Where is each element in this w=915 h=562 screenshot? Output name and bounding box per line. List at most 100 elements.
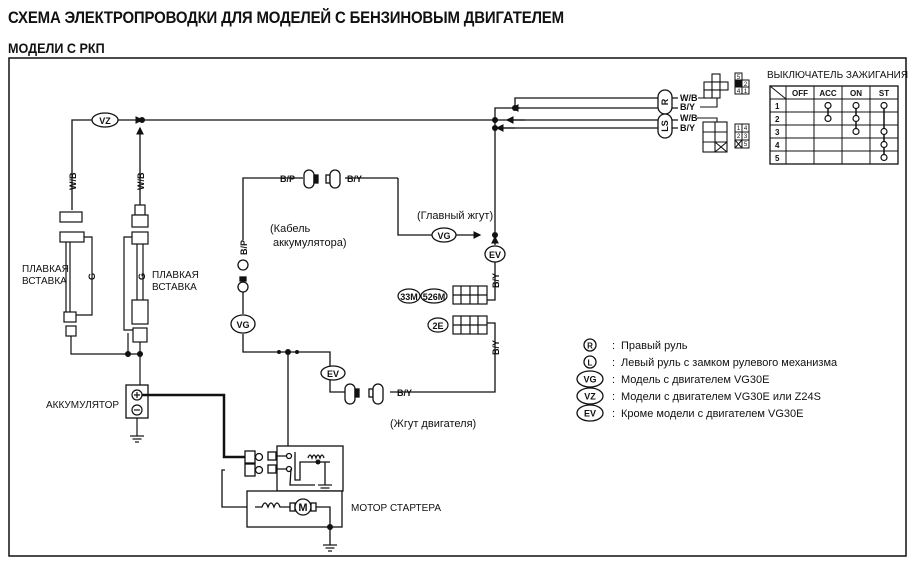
svg-text:VZ: VZ bbox=[584, 392, 596, 402]
ignition-contact bbox=[824, 114, 832, 123]
battery bbox=[125, 384, 149, 443]
starter-solenoid bbox=[244, 445, 344, 492]
marker-vg-left: VG bbox=[236, 320, 249, 330]
connector-block-upper bbox=[452, 285, 488, 305]
ignition-row-3: 3 bbox=[775, 128, 780, 137]
diagram-title: СХЕМА ЭЛЕКТРОПРОВОДКИ ДЛЯ МОДЕЛЕЙ С БЕНЗ… bbox=[8, 8, 564, 27]
wire-label-wb-r: W/B bbox=[680, 93, 698, 103]
wire-label-g-2: G bbox=[137, 273, 147, 280]
pin-lower-5: 5 bbox=[744, 142, 748, 148]
legend-symbol-ev: EV bbox=[576, 404, 604, 422]
ignition-row-2: 2 bbox=[775, 115, 780, 124]
legend-separator: : bbox=[612, 374, 615, 386]
fusible-link-label-2b: ВСТАВКА bbox=[152, 282, 197, 293]
battery-label: АККУМУЛЯТОР bbox=[46, 400, 119, 411]
motor-symbol: M bbox=[298, 502, 307, 514]
legend-symbol-vg: VG bbox=[576, 370, 604, 388]
connector-bp-vertical bbox=[237, 259, 249, 293]
marker-ev-main: EV bbox=[489, 250, 501, 260]
pin-lower-2: 4 bbox=[744, 126, 748, 132]
marker-ev-engine: EV bbox=[327, 369, 339, 379]
wire-label-wb-ls: W/B bbox=[680, 113, 698, 123]
battery-cable-label-b: аккумулятора) bbox=[273, 237, 347, 249]
wire-label-by-engine: B/Y bbox=[397, 388, 412, 398]
wire-label-by-1: B/Y bbox=[491, 273, 501, 288]
ignition-contact bbox=[852, 101, 860, 110]
main-harness-label: (Главный жгут) bbox=[417, 210, 493, 222]
pin-upper-5: 1 bbox=[744, 89, 748, 95]
ignition-contact bbox=[880, 140, 888, 149]
ignition-col-st: ST bbox=[879, 89, 889, 98]
battery-cable bbox=[142, 393, 245, 459]
legend-separator: : bbox=[612, 357, 615, 369]
ignition-row-1: 1 bbox=[775, 102, 780, 111]
ignition-connector-ls bbox=[697, 117, 728, 153]
legend-separator: : bbox=[612, 340, 615, 352]
starter-motor bbox=[246, 490, 343, 545]
battery-cable-label-a: (Кабель bbox=[270, 223, 311, 235]
ignition-contact bbox=[824, 101, 832, 110]
wire-label-by-r: B/Y bbox=[680, 102, 695, 112]
pin-upper-4: 4 bbox=[737, 89, 741, 95]
diagram-subtitle: МОДЕЛИ С РКП bbox=[8, 40, 105, 56]
ignition-contact bbox=[880, 153, 888, 162]
legend-text-l: Левый руль с замком рулевого механизма bbox=[621, 357, 838, 369]
marker-2e: 2E bbox=[432, 321, 443, 331]
marker-ls: LS bbox=[660, 120, 670, 132]
engine-harness-label: (Жгут двигателя) bbox=[390, 418, 476, 430]
ignition-connector-r bbox=[698, 73, 729, 108]
fusible-link-label-1a: ПЛАВКАЯ bbox=[22, 264, 69, 275]
svg-text:VG: VG bbox=[583, 375, 596, 385]
ignition-row-5: 5 bbox=[775, 154, 780, 163]
wire-label-g-1: G bbox=[87, 273, 97, 280]
fusible-link-left bbox=[59, 211, 140, 355]
svg-text:R: R bbox=[587, 342, 593, 351]
legend-text-r: Правый руль bbox=[621, 340, 688, 352]
wire-label-bp-top: B/P bbox=[280, 174, 295, 184]
marker-vz: VZ bbox=[99, 116, 111, 126]
fusible-link-label-2a: ПЛАВКАЯ bbox=[152, 270, 199, 281]
ignition-col-on: ON bbox=[850, 89, 862, 98]
wire-label-wb-1: W/B bbox=[68, 172, 78, 190]
ignition-row-4: 4 bbox=[775, 141, 780, 150]
marker-r: R bbox=[660, 98, 670, 105]
wire-label-by-2: B/Y bbox=[491, 340, 501, 355]
diagram-frame bbox=[8, 57, 907, 557]
legend-text-vz: Модели с двигателем VG30E или Z24S bbox=[621, 391, 821, 403]
connector-battery-cable bbox=[303, 169, 341, 189]
wire-wb-left bbox=[71, 119, 92, 210]
ignition-col-acc: ACC bbox=[819, 89, 837, 98]
legend-separator: : bbox=[612, 408, 615, 420]
ignition-contact bbox=[852, 114, 860, 123]
pin-upper-1: 5 bbox=[737, 75, 741, 81]
wire-label-bp-left: B/P bbox=[239, 240, 249, 255]
pin-map-lower bbox=[734, 123, 750, 149]
ignition-switch-title: ВЫКЛЮЧАТЕЛЬ ЗАЖИГАНИЯ bbox=[767, 70, 908, 81]
pin-lower-1: 1 bbox=[737, 126, 741, 132]
pin-upper-3: 2 bbox=[744, 82, 748, 88]
fusible-link-right bbox=[123, 204, 149, 385]
legend-symbol-l: L bbox=[583, 355, 597, 369]
ignition-switch-table: OFF ACC ON ST 1 2 3 4 5 bbox=[769, 85, 899, 165]
ignition-col-off: OFF bbox=[792, 89, 808, 98]
connector-block-lower bbox=[452, 315, 488, 335]
pin-lower-3: 2 bbox=[737, 134, 741, 140]
legend-text-ev: Кроме модели с двигателем VG30E bbox=[621, 408, 804, 420]
legend-text-vg: Модель с двигателем VG30E bbox=[621, 374, 769, 386]
svg-text:EV: EV bbox=[584, 409, 596, 419]
wire-label-by-ls: B/Y bbox=[680, 123, 695, 133]
ignition-contact bbox=[880, 127, 888, 136]
fusible-link-label-1b: ВСТАВКА bbox=[22, 276, 67, 287]
wire-label-wb-2: W/B bbox=[136, 172, 146, 190]
legend-symbol-r: R bbox=[583, 338, 597, 352]
marker-vg-main: VG bbox=[437, 231, 450, 241]
legend-separator: : bbox=[612, 391, 615, 403]
ignition-contact bbox=[852, 127, 860, 136]
wire-label-by-top: B/Y bbox=[347, 174, 362, 184]
starter-motor-label: МОТОР СТАРТЕРА bbox=[351, 503, 441, 514]
pin-lower-4: 3 bbox=[744, 134, 748, 140]
svg-text:L: L bbox=[588, 359, 593, 368]
marker-526m: 526M bbox=[423, 292, 446, 302]
